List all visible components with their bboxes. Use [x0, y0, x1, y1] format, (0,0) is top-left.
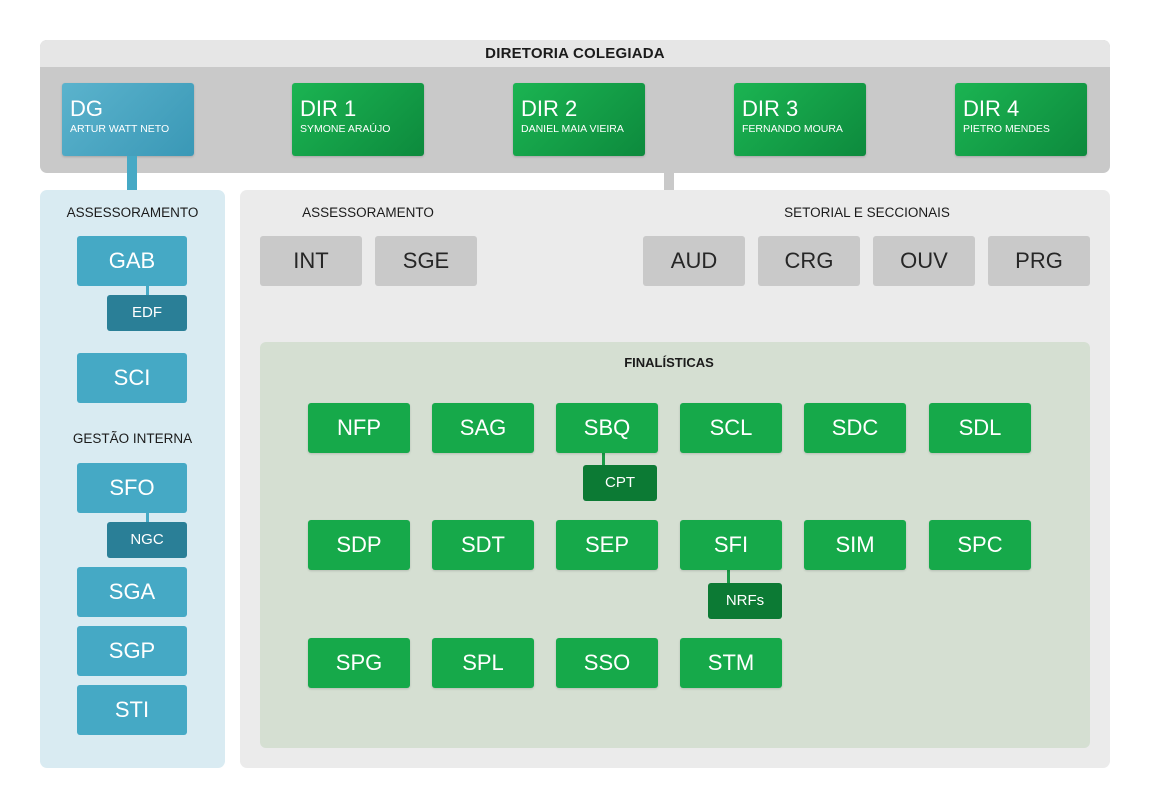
unit-box-nrfs[interactable]: NRFs [708, 583, 782, 619]
unit-box-spc[interactable]: SPC [929, 520, 1031, 570]
director-box-dir2[interactable]: DIR 2 DANIEL MAIA VIEIRA [513, 83, 645, 156]
unit-box-crg[interactable]: CRG [758, 236, 860, 286]
connector-sbq-cpt [602, 450, 605, 468]
unit-box-sgp[interactable]: SGP [77, 626, 187, 676]
unit-box-sso[interactable]: SSO [556, 638, 658, 688]
gestao-interna-title: GESTÃO INTERNA [72, 431, 193, 446]
unit-box-sdl[interactable]: SDL [929, 403, 1031, 453]
unit-box-ouv[interactable]: OUV [873, 236, 975, 286]
director-code: DIR 2 [521, 96, 578, 121]
unit-box-sep[interactable]: SEP [556, 520, 658, 570]
unit-box-sbq[interactable]: SBQ [556, 403, 658, 453]
unit-box-stm[interactable]: STM [680, 638, 782, 688]
unit-box-cpt[interactable]: CPT [583, 465, 657, 501]
unit-box-sci[interactable]: SCI [77, 353, 187, 403]
director-name: PIETRO MENDES [963, 123, 1050, 135]
unit-box-scl[interactable]: SCL [680, 403, 782, 453]
unit-box-sfo[interactable]: SFO [77, 463, 187, 513]
director-name: FERNANDO MOURA [742, 123, 843, 135]
director-code: DIR 1 [300, 96, 357, 121]
director-code: DIR 3 [742, 96, 799, 121]
director-name: ARTUR WATT NETO [70, 123, 170, 135]
unit-box-sim[interactable]: SIM [804, 520, 906, 570]
director-code: DG [70, 96, 103, 121]
setorial-seccionais-title: SETORIAL E SECCIONAIS [784, 205, 950, 220]
unit-box-ngc[interactable]: NGC [107, 522, 187, 558]
connector-sfo-ngc [146, 508, 149, 526]
unit-box-sdt[interactable]: SDT [432, 520, 534, 570]
finalisticas-title: FINALÍSTICAS [624, 355, 714, 370]
unit-box-sfi[interactable]: SFI [680, 520, 782, 570]
director-name: SYMONE ARAÚJO [300, 123, 391, 135]
unit-box-gab[interactable]: GAB [77, 236, 187, 286]
diretoria-colegiada-title: DIRETORIA COLEGIADA [40, 40, 1110, 67]
connector-dg-left-panel [127, 156, 137, 192]
director-box-dir1[interactable]: DIR 1 SYMONE ARAÚJO [292, 83, 424, 156]
connector-board-right-panel [664, 172, 674, 192]
unit-box-spg[interactable]: SPG [308, 638, 410, 688]
unit-box-nfp[interactable]: NFP [308, 403, 410, 453]
director-box-dir4[interactable]: DIR 4 PIETRO MENDES [955, 83, 1087, 156]
unit-box-prg[interactable]: PRG [988, 236, 1090, 286]
director-code: DIR 4 [963, 96, 1020, 121]
unit-box-sga[interactable]: SGA [77, 567, 187, 617]
unit-box-sag[interactable]: SAG [432, 403, 534, 453]
unit-box-spl[interactable]: SPL [432, 638, 534, 688]
connector-gab-edf [146, 280, 149, 302]
director-box-dg[interactable]: DG ARTUR WATT NETO [62, 83, 194, 156]
unit-box-sti[interactable]: STI [77, 685, 187, 735]
director-box-dir3[interactable]: DIR 3 FERNANDO MOURA [734, 83, 866, 156]
unit-box-sdp[interactable]: SDP [308, 520, 410, 570]
unit-box-aud[interactable]: AUD [643, 236, 745, 286]
unit-box-sge[interactable]: SGE [375, 236, 477, 286]
unit-box-edf[interactable]: EDF [107, 295, 187, 331]
right-assessoramento-title: ASSESSORAMENTO [302, 205, 434, 220]
diretoria-colegiada-panel: DIRETORIA COLEGIADA DG ARTUR WATT NETO D… [40, 40, 1110, 173]
left-assessoramento-title: ASSESSORAMENTO [66, 205, 199, 220]
unit-box-int[interactable]: INT [260, 236, 362, 286]
unit-box-sdc[interactable]: SDC [804, 403, 906, 453]
connector-sfi-nrfs [727, 567, 730, 585]
director-name: DANIEL MAIA VIEIRA [521, 123, 624, 135]
